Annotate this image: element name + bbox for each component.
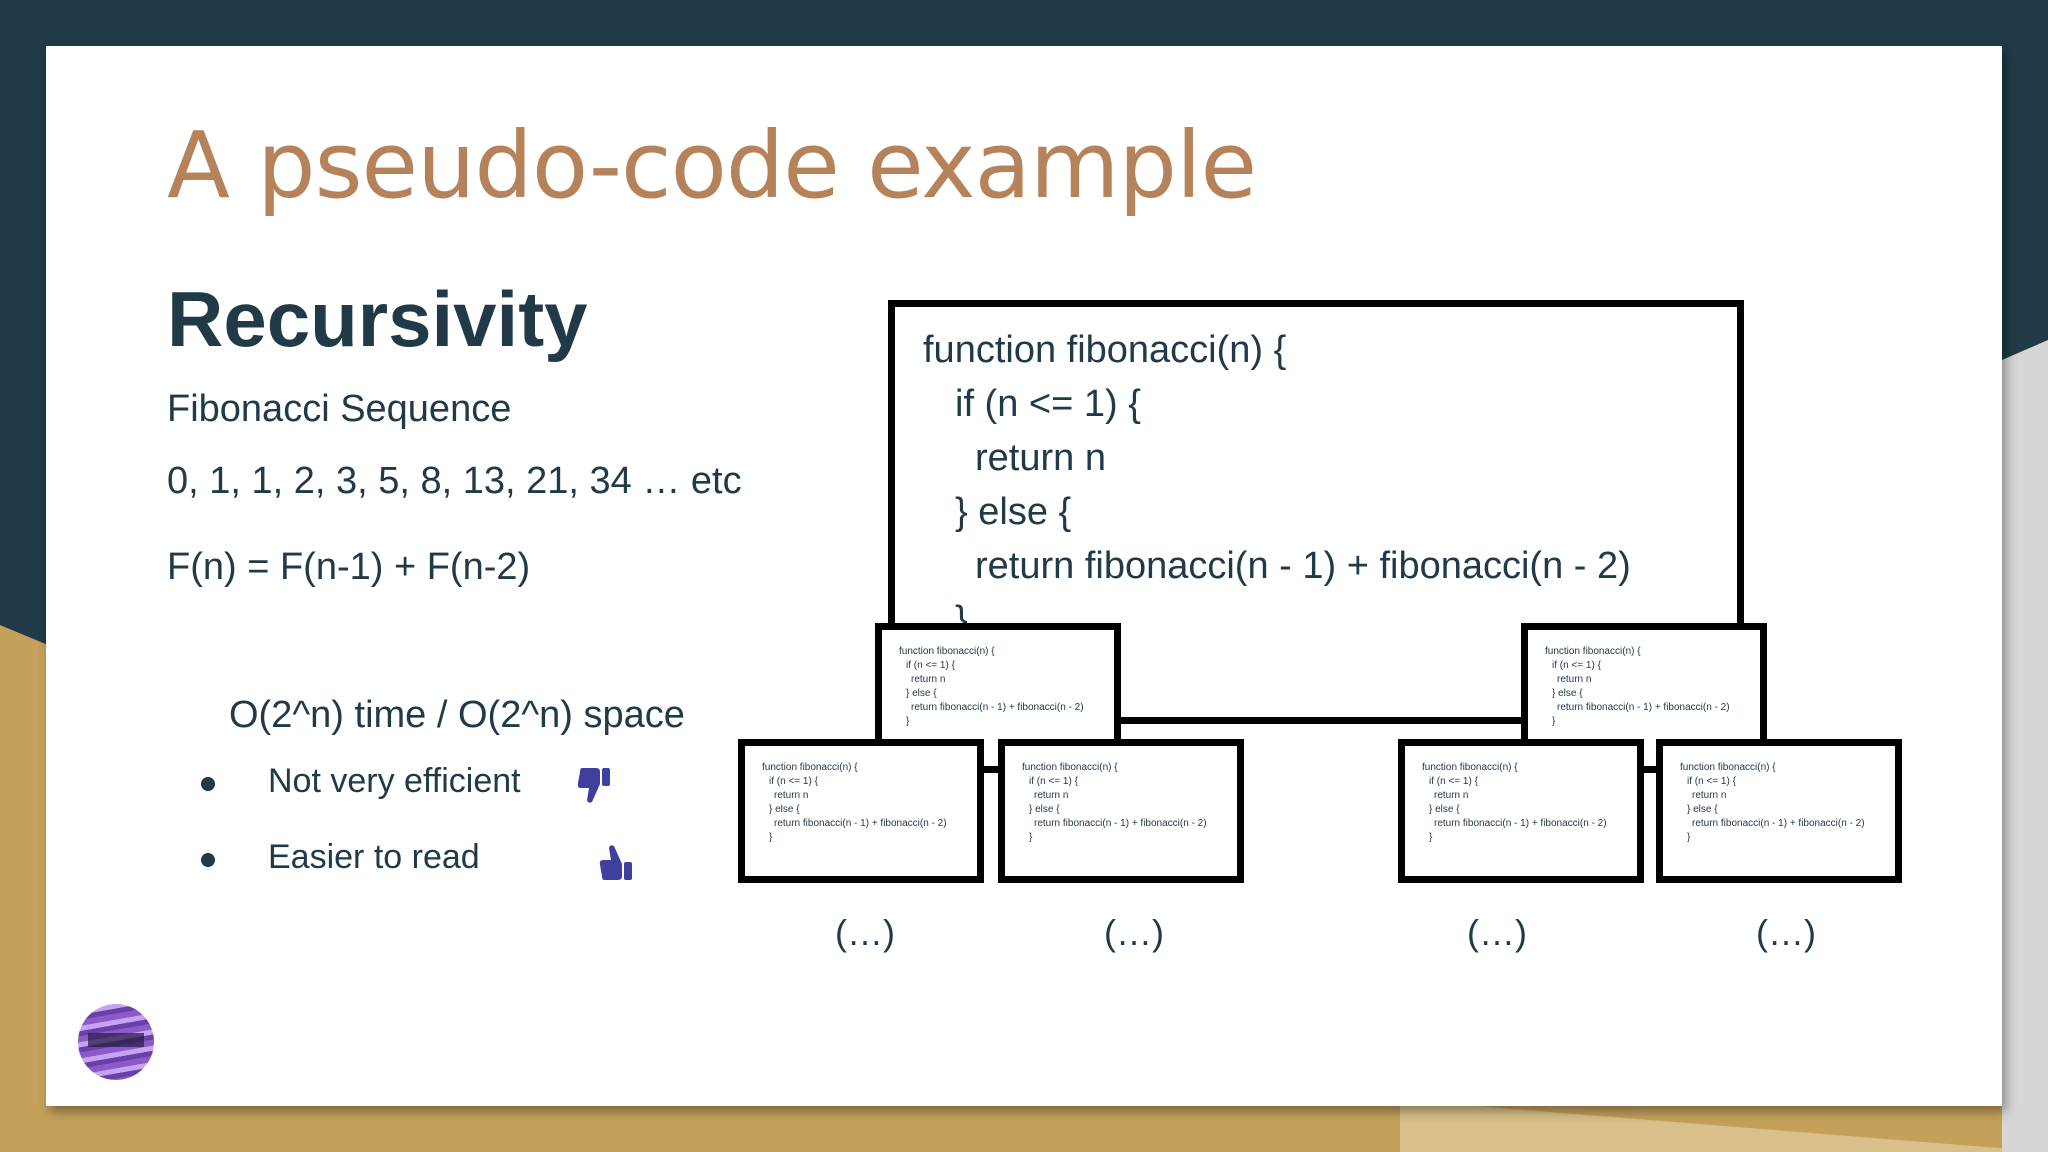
continuation-ellipsis: (…)	[1756, 912, 1816, 953]
code-box-level3-2: function fibonacci(n) { if (n <= 1) { re…	[998, 739, 1244, 883]
code-line: if (n <= 1) {	[1687, 776, 1736, 787]
code-box-level3-4: function fibonacci(n) { if (n <= 1) { re…	[1656, 739, 1902, 883]
thumbs-up-icon	[599, 845, 632, 880]
continuation-ellipsis: (…)	[1467, 912, 1527, 953]
code-line: }	[906, 716, 910, 727]
code-line: function fibonacci(n) {	[762, 762, 858, 773]
code-line: }	[1429, 832, 1433, 843]
code-line: } else {	[1029, 804, 1060, 815]
code-line: return n	[1692, 790, 1727, 801]
code-line: return n	[975, 437, 1106, 479]
thumbs-down-icon	[577, 768, 610, 803]
code-line: if (n <= 1) {	[1029, 776, 1078, 787]
code-line: return n	[1557, 674, 1592, 685]
code-line: }	[1552, 716, 1556, 727]
code-line: function fibonacci(n) {	[923, 329, 1287, 371]
code-line: } else {	[1552, 688, 1583, 699]
code-box-level3-3: function fibonacci(n) { if (n <= 1) { re…	[1398, 739, 1644, 883]
bullet-text-inefficient: Not very efficient	[268, 762, 521, 800]
code-line: if (n <= 1) {	[769, 776, 818, 787]
bullet-dot	[201, 777, 215, 791]
recurrence-formula: F(n) = F(n-1) + F(n-2)	[167, 546, 531, 588]
section-heading: Recursivity	[167, 275, 588, 363]
code-line: function fibonacci(n) {	[1422, 762, 1518, 773]
code-line: return fibonacci(n - 1) + fibonacci(n - …	[911, 702, 1084, 713]
code-line: if (n <= 1) {	[1429, 776, 1478, 787]
code-line: }	[769, 832, 773, 843]
continuation-ellipsis: (…)	[835, 912, 895, 953]
code-line: if (n <= 1) {	[1552, 660, 1601, 671]
sequence-name: Fibonacci Sequence	[167, 388, 512, 430]
complexity-text: O(2^n) time / O(2^n) space	[229, 694, 685, 736]
slide-title: A pseudo-code example	[167, 112, 1257, 219]
code-line: function fibonacci(n) {	[1680, 762, 1776, 773]
sequence-values: 0, 1, 1, 2, 3, 5, 8, 13, 21, 34 … etc	[167, 460, 742, 502]
code-line: return fibonacci(n - 1) + fibonacci(n - …	[1034, 818, 1207, 829]
code-box-level3-1: function fibonacci(n) { if (n <= 1) { re…	[738, 739, 984, 883]
code-line: return fibonacci(n - 1) + fibonacci(n - …	[1557, 702, 1730, 713]
code-line: } else {	[769, 804, 800, 815]
code-line: function fibonacci(n) {	[899, 646, 995, 657]
code-line: return n	[911, 674, 946, 685]
slide: A pseudo-code example Recursivity Fibona…	[46, 46, 2002, 1106]
code-line: if (n <= 1) {	[906, 660, 955, 671]
code-line: } else {	[1429, 804, 1460, 815]
code-line: return fibonacci(n - 1) + fibonacci(n - …	[975, 545, 1631, 587]
code-line: } else {	[1687, 804, 1718, 815]
presenter-avatar	[78, 1004, 154, 1080]
code-line: return n	[1034, 790, 1069, 801]
code-line: return fibonacci(n - 1) + fibonacci(n - …	[1434, 818, 1607, 829]
continuation-ellipsis: (…)	[1104, 912, 1164, 953]
code-line: } else {	[955, 491, 1072, 533]
code-line: function fibonacci(n) {	[1545, 646, 1641, 657]
code-line: function fibonacci(n) {	[1022, 762, 1118, 773]
bullet-text-readable: Easier to read	[268, 838, 480, 876]
code-line: }	[1687, 832, 1691, 843]
code-line: return fibonacci(n - 1) + fibonacci(n - …	[1692, 818, 1865, 829]
code-line: return n	[1434, 790, 1469, 801]
code-line: }	[1029, 832, 1033, 843]
code-line: return n	[774, 790, 809, 801]
code-line: return fibonacci(n - 1) + fibonacci(n - …	[774, 818, 947, 829]
bullet-dot	[201, 853, 215, 867]
code-line: } else {	[906, 688, 937, 699]
code-line: if (n <= 1) {	[955, 383, 1141, 425]
